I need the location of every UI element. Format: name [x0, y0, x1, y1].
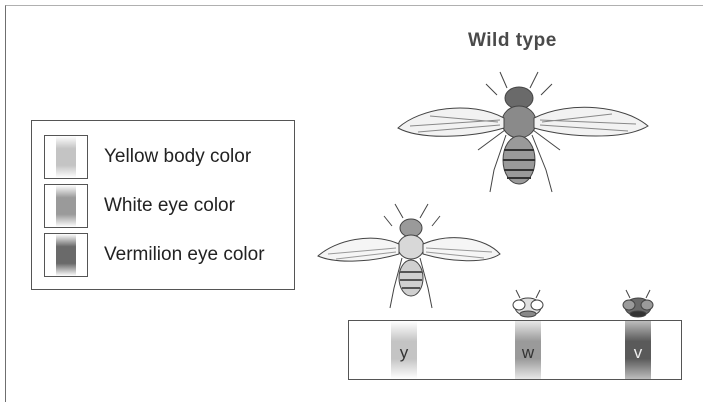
vermilion-eye-head-icon	[623, 290, 653, 317]
yellow-mutant-fly-icon	[318, 204, 500, 308]
gene-label-y: y	[391, 343, 417, 363]
gene-label-v: v	[625, 343, 651, 363]
gene-label-w: w	[515, 343, 541, 363]
wild-type-fly-icon	[398, 72, 648, 192]
chromosome-bar: y w v	[348, 320, 682, 380]
white-eye-head-icon	[513, 290, 543, 317]
